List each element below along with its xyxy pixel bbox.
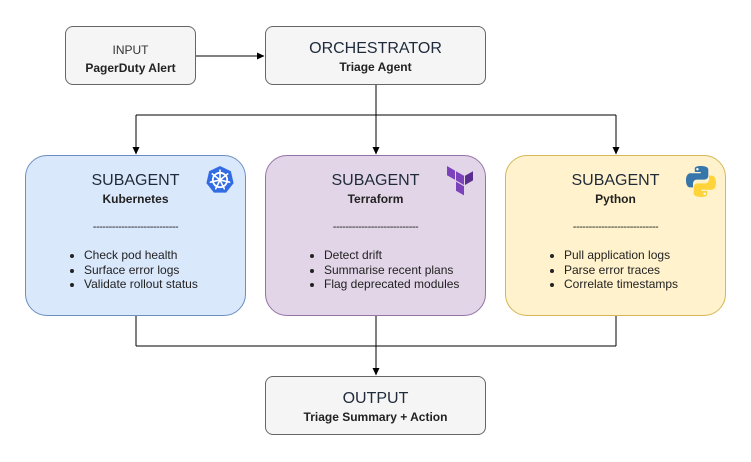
input-label: PagerDuty Alert	[85, 61, 176, 75]
list-item: Parse error traces	[564, 263, 725, 278]
orchestrator-label: Triage Agent	[339, 60, 412, 74]
orchestrator-box: ORCHESTRATOR Triage Agent	[265, 26, 486, 85]
list-item: Surface error logs	[84, 263, 245, 278]
separator: ---------------------------	[332, 221, 419, 233]
task-list: Detect drift Summarise recent plans Flag…	[266, 248, 485, 292]
kubernetes-icon	[206, 166, 234, 193]
subagent-python: SUBAGENT Python ------------------------…	[505, 155, 726, 316]
subagent-label: Python	[595, 192, 636, 206]
separator: ---------------------------	[572, 221, 659, 233]
subagent-kubernetes: SUBAGENT Kubernetes --------------------…	[25, 155, 246, 316]
output-heading: OUTPUT	[342, 390, 409, 407]
output-box: OUTPUT Triage Summary + Action	[265, 376, 486, 435]
subagent-heading: SUBAGENT	[571, 172, 660, 189]
list-item: Check pod health	[84, 248, 245, 263]
task-list: Pull application logs Parse error traces…	[506, 248, 725, 292]
input-box: INPUT PagerDuty Alert	[65, 26, 196, 85]
orchestrator-heading: ORCHESTRATOR	[309, 40, 442, 57]
python-icon	[686, 166, 716, 197]
terraform-icon	[447, 166, 473, 196]
task-list: Check pod health Surface error logs Vali…	[26, 248, 245, 292]
list-item: Detect drift	[324, 248, 485, 263]
list-item: Validate rollout status	[84, 277, 245, 292]
input-heading: INPUT	[112, 43, 149, 57]
list-item: Pull application logs	[564, 248, 725, 263]
subagent-heading: SUBAGENT	[91, 172, 180, 189]
list-item: Summarise recent plans	[324, 263, 485, 278]
list-item: Correlate timestamps	[564, 277, 725, 292]
subagent-terraform: SUBAGENT Terraform ---------------------…	[265, 155, 486, 316]
separator: ---------------------------	[92, 221, 179, 233]
subagent-label: Kubernetes	[102, 192, 169, 206]
list-item: Flag deprecated modules	[324, 277, 485, 292]
subagent-heading: SUBAGENT	[331, 172, 420, 189]
output-label: Triage Summary + Action	[303, 410, 448, 424]
subagent-label: Terraform	[347, 192, 404, 206]
